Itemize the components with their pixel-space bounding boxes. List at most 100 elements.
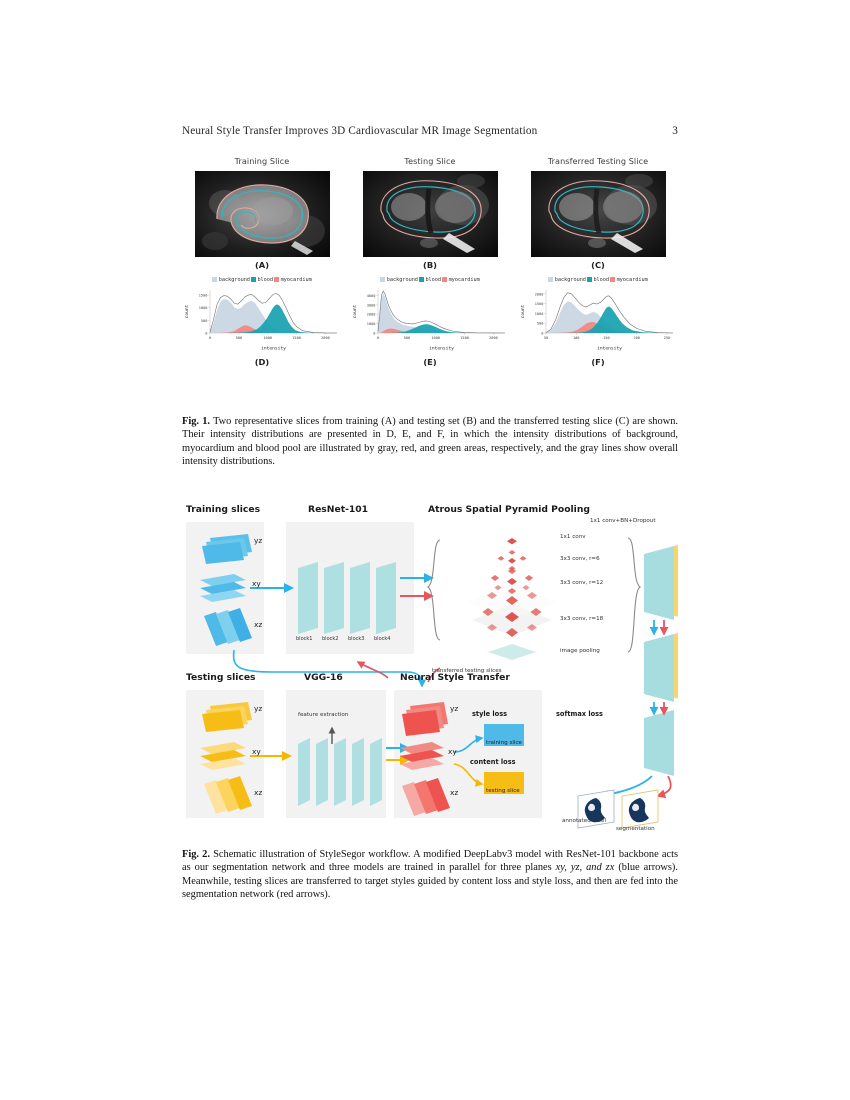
figure-2-caption-text-2: (blue arrows). Meanwhile, testing slices… bbox=[182, 862, 678, 901]
svg-text:1500: 1500 bbox=[292, 336, 301, 340]
aspp-branch-1x1: 1x1 conv bbox=[560, 534, 586, 540]
chart-letter-f: (F) bbox=[591, 357, 605, 367]
aspp-branch-r18: 3x3 conv, r=18 bbox=[560, 616, 604, 622]
legend-d: background blood myocardium bbox=[182, 275, 342, 284]
aspp-head-label: 1x1 conv+BN+Dropout bbox=[590, 518, 656, 524]
svg-text:500: 500 bbox=[236, 336, 243, 340]
vgg-blocks bbox=[298, 738, 382, 806]
plane-label-xz-nst: xz bbox=[450, 788, 459, 797]
line-overall bbox=[545, 292, 674, 334]
panel-letter-b: (B) bbox=[423, 260, 437, 270]
vgg-heading: VGG-16 bbox=[304, 672, 343, 683]
svg-text:3000: 3000 bbox=[367, 303, 376, 307]
area-background bbox=[210, 299, 337, 333]
svg-text:count: count bbox=[352, 304, 358, 318]
figure-2-caption: Fig. 2. Schematic illustration of StyleS… bbox=[182, 848, 678, 902]
svg-text:1000: 1000 bbox=[535, 312, 544, 316]
svg-text:50: 50 bbox=[544, 336, 548, 340]
aspp-pyramid bbox=[468, 538, 556, 660]
svg-text:2000: 2000 bbox=[321, 336, 330, 340]
legend-label-background: background bbox=[554, 276, 586, 283]
svg-text:2000: 2000 bbox=[489, 336, 498, 340]
style-loss-label: style loss bbox=[472, 710, 508, 718]
training-slices-yz bbox=[202, 534, 252, 564]
content-loss-label: content loss bbox=[470, 758, 516, 766]
legend-e: background blood myocardium bbox=[350, 275, 510, 284]
resnet-blocks bbox=[298, 562, 396, 634]
aspp-heading: Atrous Spatial Pyramid Pooling bbox=[428, 504, 590, 515]
figure1-column-a: Training Slice bbox=[182, 155, 342, 395]
training-slices-xz bbox=[204, 608, 252, 646]
testing-slice-box bbox=[484, 772, 524, 794]
legend-item-myocardium: myocardium bbox=[442, 277, 480, 283]
aspp-branch-image-pooling: image pooling bbox=[560, 648, 600, 654]
svg-text:1500: 1500 bbox=[535, 302, 544, 306]
running-title: Neural Style Transfer Improves 3D Cardio… bbox=[182, 125, 538, 137]
testing-slices-yz bbox=[202, 702, 252, 732]
svg-text:150: 150 bbox=[603, 336, 610, 340]
svg-text:0: 0 bbox=[373, 331, 375, 335]
svg-text:1500: 1500 bbox=[199, 293, 208, 297]
testing-slice-box-label: testing slice bbox=[486, 788, 520, 794]
plane-label-yz-testing: yz bbox=[254, 704, 263, 713]
training-slice-box-label: training slice bbox=[486, 740, 522, 746]
plane-label-yz-training: yz bbox=[254, 536, 263, 545]
resnet-heading: ResNet-101 bbox=[308, 504, 369, 515]
figure-2-diagram bbox=[186, 522, 678, 829]
legend-swatch-background bbox=[548, 277, 554, 282]
figure-1-caption-text: Two representative slices from training … bbox=[182, 416, 678, 468]
legend-item-myocardium: myocardium bbox=[274, 277, 312, 283]
svg-text:count: count bbox=[520, 304, 526, 318]
chart-letter-e: (E) bbox=[423, 357, 437, 367]
svg-text:1000: 1000 bbox=[431, 336, 440, 340]
transferred-testing-slices-label: transferred testing slices bbox=[432, 668, 502, 674]
training-slices-heading: Training slices bbox=[186, 504, 261, 515]
legend-swatch-background bbox=[212, 277, 218, 282]
legend-swatch-myocardium bbox=[274, 277, 280, 282]
legend-item-background: background bbox=[548, 277, 586, 283]
area-blood bbox=[210, 304, 337, 333]
line-overall bbox=[377, 290, 506, 334]
running-head: Neural Style Transfer Improves 3D Cardio… bbox=[182, 125, 678, 137]
area-myocardium bbox=[378, 328, 505, 333]
svg-text:intensity: intensity bbox=[261, 346, 286, 352]
legend-label-myocardium: myocardium bbox=[448, 276, 480, 283]
svg-text:0: 0 bbox=[209, 336, 211, 340]
annotated-label-plate bbox=[577, 789, 615, 829]
svg-text:1500: 1500 bbox=[460, 336, 469, 340]
legend-label-background: background bbox=[218, 276, 250, 283]
page-number: 3 bbox=[672, 125, 678, 137]
resnet-block-4: block4 bbox=[374, 636, 391, 642]
head-block-1 bbox=[644, 545, 678, 620]
svg-text:0: 0 bbox=[377, 336, 379, 340]
segmentation-caption: segmentation bbox=[616, 826, 655, 832]
svg-text:2000: 2000 bbox=[535, 292, 544, 296]
resnet-block-3: block3 bbox=[348, 636, 365, 642]
svg-text:100: 100 bbox=[573, 336, 580, 340]
legend-label-blood: blood bbox=[257, 276, 274, 283]
legend-swatch-blood bbox=[418, 277, 424, 282]
plane-label-xy-testing: xy bbox=[252, 747, 261, 756]
testing-slices-xy bbox=[200, 742, 246, 770]
figure-2-caption-text-1: Schematic illustration of StyleSegor wor… bbox=[182, 849, 678, 874]
legend-label-myocardium: myocardium bbox=[280, 276, 312, 283]
nst-slices-xy bbox=[400, 742, 444, 770]
area-myocardium bbox=[546, 322, 673, 333]
svg-text:intensity: intensity bbox=[429, 346, 454, 352]
svg-text:4000: 4000 bbox=[367, 294, 376, 298]
plane-label-xy-nst: xy bbox=[448, 747, 457, 756]
plane-label-xz-testing: xz bbox=[254, 788, 263, 797]
svg-text:1000: 1000 bbox=[199, 306, 208, 310]
training-slice-box bbox=[484, 724, 524, 746]
legend-label-myocardium: myocardium bbox=[616, 276, 648, 283]
slice-title-a: Training Slice bbox=[234, 156, 290, 166]
mri-image-c bbox=[530, 171, 666, 257]
svg-text:2000: 2000 bbox=[367, 313, 376, 317]
figure1-column-b: Testing Slice bbox=[350, 155, 510, 395]
slice-title-b: Testing Slice bbox=[404, 156, 456, 166]
